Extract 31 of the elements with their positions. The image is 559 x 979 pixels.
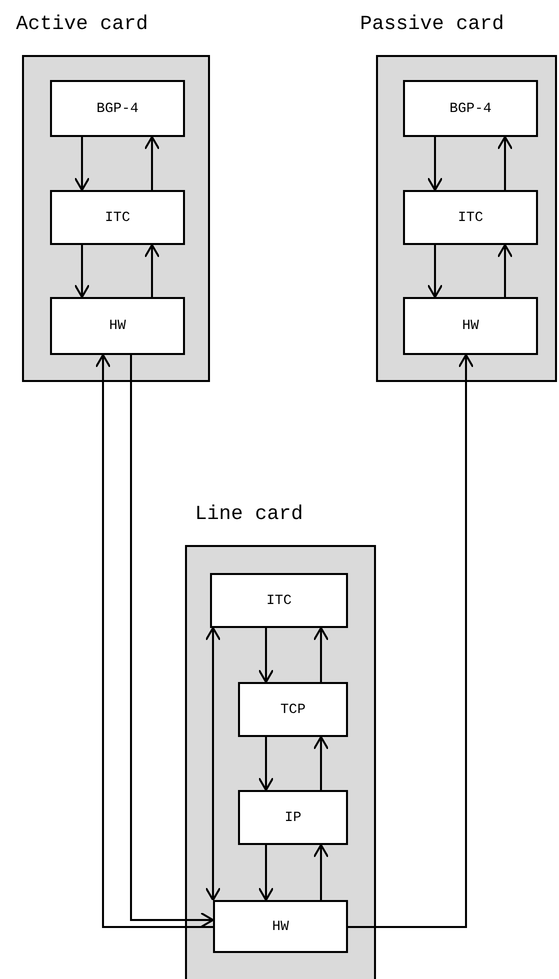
arrow xyxy=(258,737,274,791)
process-box: HW xyxy=(403,297,538,355)
process-box: HW xyxy=(50,297,185,355)
arrow xyxy=(497,136,513,190)
arrow xyxy=(427,137,443,191)
panel-title: Line card xyxy=(195,503,304,526)
arrow xyxy=(313,736,329,790)
process-box: HW xyxy=(213,900,348,953)
process-box: BGP-4 xyxy=(403,80,538,137)
arrow xyxy=(313,844,329,900)
arrow xyxy=(95,354,213,928)
process-box: BGP-4 xyxy=(50,80,185,137)
arrow xyxy=(144,244,160,297)
panel-title: Active card xyxy=(16,13,148,36)
process-box: ITC xyxy=(50,190,185,245)
process-box: ITC xyxy=(403,190,538,245)
arrow xyxy=(74,137,90,191)
arrow xyxy=(258,845,274,901)
process-box: TCP xyxy=(238,682,348,737)
arrow xyxy=(497,244,513,297)
arrow xyxy=(258,628,274,683)
panel-title: Passive card xyxy=(360,13,504,36)
arrow xyxy=(130,355,214,928)
process-box: ITC xyxy=(210,573,348,628)
arrow xyxy=(427,245,443,298)
arrow xyxy=(74,245,90,298)
arrow xyxy=(348,354,474,928)
double-arrow xyxy=(205,627,221,901)
arrow xyxy=(313,627,329,682)
arrow xyxy=(144,136,160,190)
process-box: IP xyxy=(238,790,348,845)
